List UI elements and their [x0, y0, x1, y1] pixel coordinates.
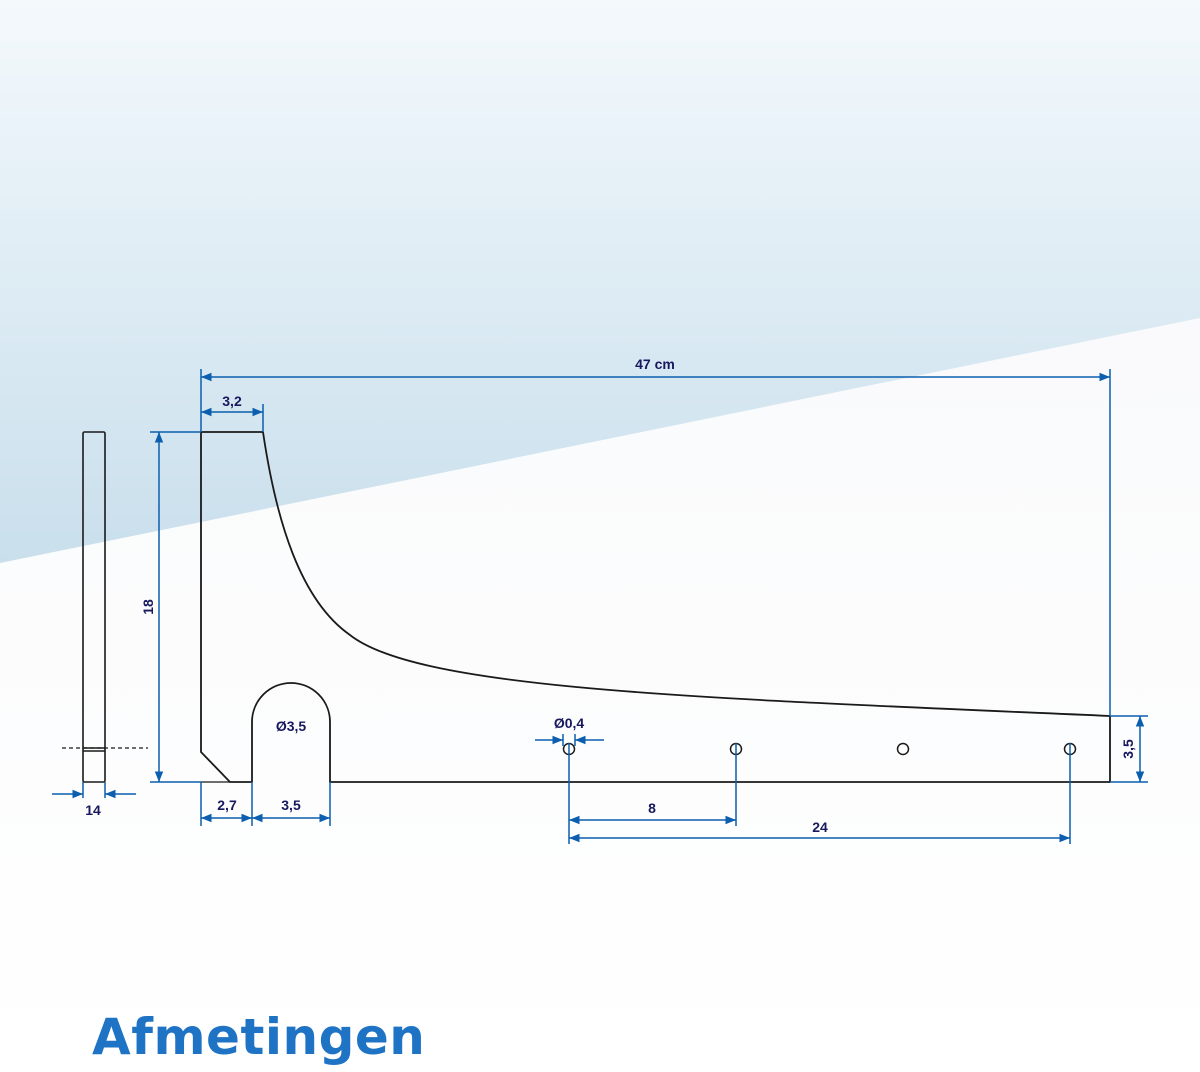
- label-total-length: 47 cm: [635, 356, 675, 372]
- label-slot-width: 3,5: [281, 797, 301, 813]
- label-height: 18: [140, 599, 156, 615]
- side-view: [82, 431, 106, 783]
- label-tip-height: 3,5: [1120, 739, 1136, 759]
- side-profile: [82, 431, 106, 783]
- label-thickness: 14: [85, 802, 101, 818]
- label-large-hole: Ø3,5: [276, 718, 307, 734]
- label-hole-spacing: 8: [648, 800, 656, 816]
- dimension-lines: [52, 369, 1148, 844]
- bracket-outline: [200, 431, 1111, 783]
- label-foot-left: 2,7: [217, 797, 237, 813]
- hole-3: [896, 742, 910, 756]
- label-small-hole: Ø0,4: [554, 715, 585, 731]
- label-hole-span: 24: [812, 819, 828, 835]
- label-top-width: 3,2: [222, 393, 242, 409]
- page-title: Afmetingen: [92, 1008, 426, 1066]
- background-panel: [0, 0, 1200, 563]
- mounting-holes: [562, 742, 1077, 756]
